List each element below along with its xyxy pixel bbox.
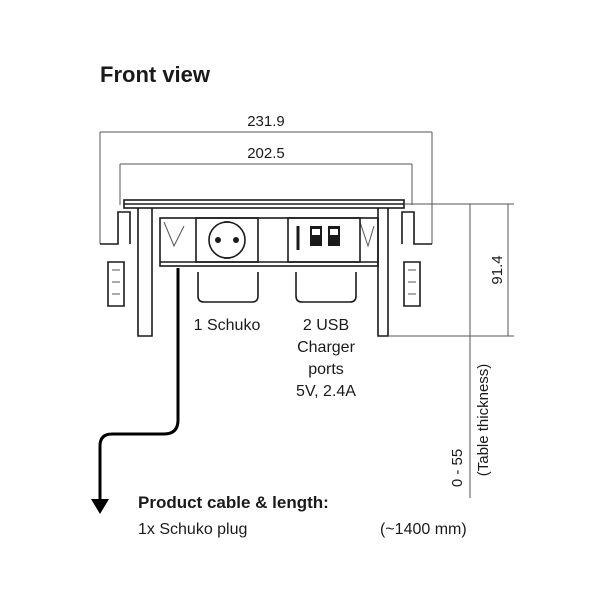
product-cable — [98, 268, 180, 500]
dimension-inner-width: 202.5 — [119, 145, 413, 205]
cable-length: (~1400 mm) — [380, 521, 467, 538]
dimension-height-label: 91.4 — [489, 255, 506, 284]
usb-label: 2 USB Charger ports 5V, 2.4A — [296, 317, 356, 400]
schuko-socket — [195, 217, 259, 263]
schuko-label: 1 Schuko — [194, 317, 261, 334]
cable-heading: Product cable & length: — [138, 493, 329, 512]
usb-bracket — [295, 272, 357, 303]
dimension-outer-width-label: 231.9 — [247, 113, 285, 130]
cable-arrow-icon — [91, 499, 109, 514]
dimension-inner-width-label: 202.5 — [247, 145, 285, 162]
usb-label-line-1: 2 USB — [303, 317, 349, 334]
usb-label-line-4: 5V, 2.4A — [296, 383, 356, 400]
usb-label-line-2: Charger — [297, 339, 355, 356]
socket-unit — [100, 199, 432, 337]
usb-charger-module — [287, 217, 361, 263]
dimension-height: 91.4 — [388, 203, 514, 337]
dimension-outer-width: 231.9 — [99, 113, 433, 244]
table-thickness-label: (Table thickness) — [475, 364, 492, 477]
cable-item: 1x Schuko plug — [138, 521, 247, 538]
diagram-title: Front view — [100, 62, 211, 87]
usb-label-line-3: ports — [308, 361, 344, 378]
dimension-table-thickness: 0 - 55 (Table thickness) — [449, 204, 492, 498]
schuko-bracket — [197, 272, 259, 303]
table-thickness-range: 0 - 55 — [449, 449, 466, 487]
